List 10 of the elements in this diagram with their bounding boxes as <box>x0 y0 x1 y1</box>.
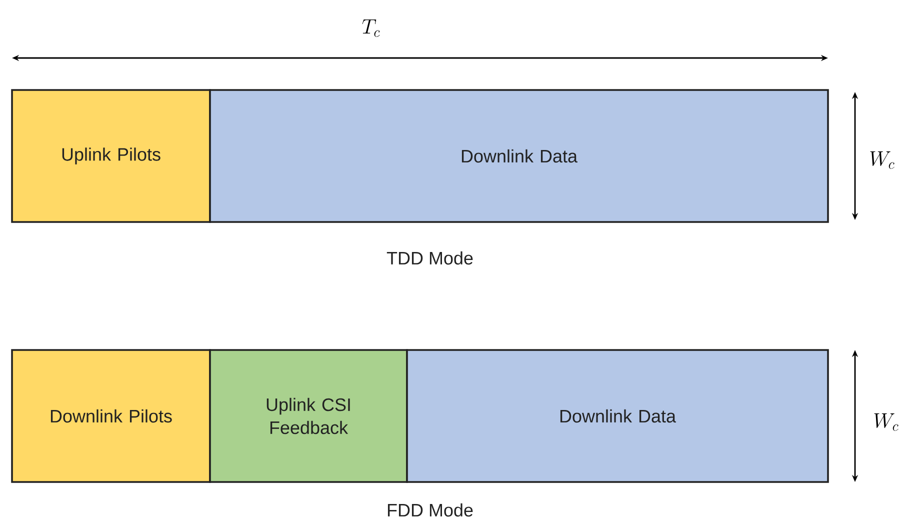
dimension-label: $W_c$ <box>870 151 894 169</box>
frame-segment: Downlink Pilots <box>11 349 211 483</box>
mode-caption: FDD Mode <box>388 503 473 517</box>
dimension-label: $W_c$ <box>874 413 898 431</box>
frame-segment: Downlink Data <box>209 89 829 223</box>
frame-segment: Uplink Pilots <box>11 89 211 223</box>
frame-segment: Downlink Data <box>406 349 829 483</box>
frame-segment: Uplink CSI Feedback <box>209 349 408 483</box>
dimension-label: $T_c$ <box>362 19 380 37</box>
mode-caption: TDD Mode <box>386 251 473 265</box>
